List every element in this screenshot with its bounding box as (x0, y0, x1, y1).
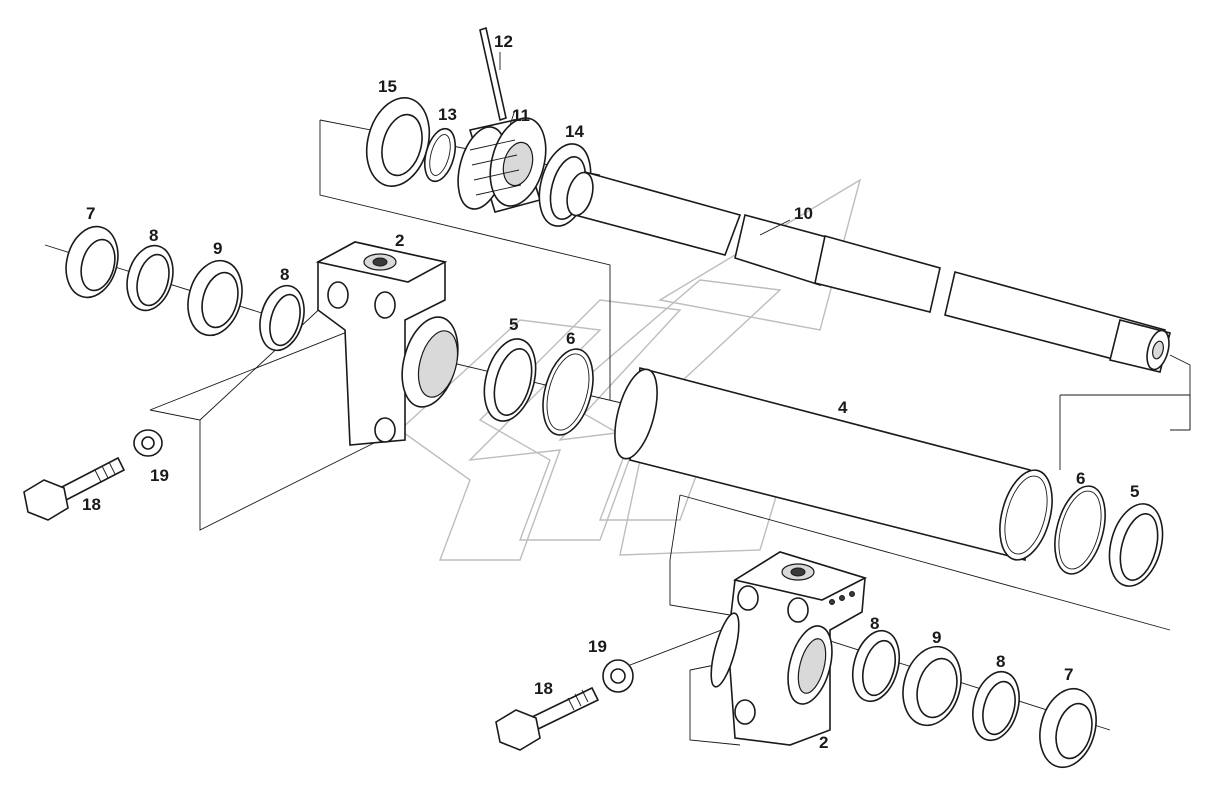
callout-13: 13 (438, 105, 457, 124)
callout-7-upper: 7 (86, 204, 95, 223)
callout-19-lower: 19 (588, 637, 607, 656)
part-5-ring-upper (483, 338, 537, 422)
part-8-seal-upper-b (259, 284, 305, 352)
callout-7-lower: 7 (1064, 665, 1073, 684)
part-19-washer-upper (133, 429, 163, 457)
callout-8-upper-a: 8 (149, 226, 158, 245)
part-8-seal-lower-b (972, 670, 1020, 742)
part-12-pin (479, 26, 507, 122)
part-2-end-block-upper (315, 241, 459, 446)
callout-19-upper: 19 (150, 466, 169, 485)
part-15-seal (365, 97, 431, 187)
callout-6-upper: 6 (566, 329, 575, 348)
callout-8-upper-b: 8 (280, 265, 289, 284)
callout-15: 15 (378, 77, 397, 96)
part-5-ring-lower (1108, 503, 1164, 587)
callout-14: 14 (565, 122, 584, 141)
part-13-o-ring (423, 127, 457, 183)
part-7-wiper-lower (1039, 687, 1097, 769)
part-8-seal-upper-a (126, 244, 174, 312)
callout-6-lower: 6 (1076, 469, 1085, 488)
part-9-bushing-lower (902, 645, 962, 727)
leader-11 (509, 109, 516, 126)
part-6-backup-ring-lower (1054, 485, 1106, 575)
part-4-cylinder-barrel (614, 366, 1053, 562)
callout-9-lower: 9 (932, 628, 941, 647)
callout-8-lower-b: 8 (996, 652, 1005, 671)
callout-10: 10 (794, 204, 813, 223)
leader-10 (759, 219, 791, 236)
callout-2-lower: 2 (819, 733, 828, 752)
callout-9-upper: 9 (213, 239, 222, 258)
callout-5-lower: 5 (1130, 482, 1139, 501)
callout-labels: 12 15 13 11 14 10 7 8 9 8 2 5 6 4 6 5 19… (82, 32, 1139, 752)
callout-12: 12 (494, 32, 513, 51)
part-19-washer-lower (602, 659, 634, 693)
callout-4: 4 (838, 398, 848, 417)
part-6-backup-ring-upper (542, 348, 594, 436)
part-9-bushing-upper (187, 259, 243, 337)
part-18-bolt-lower (495, 686, 600, 751)
part-18-bolt-upper (23, 456, 126, 521)
callout-18-upper: 18 (82, 495, 101, 514)
callout-8-lower-a: 8 (870, 614, 879, 633)
part-2-end-block-lower (710, 551, 868, 746)
callout-2-upper: 2 (395, 231, 404, 250)
part-10-piston-rod (566, 171, 1171, 373)
callout-18-lower: 18 (534, 679, 553, 698)
part-8-seal-lower-a (851, 629, 901, 703)
callout-5-upper: 5 (509, 315, 518, 334)
part-11-rod-guide (457, 117, 547, 213)
part-7-wiper-upper (65, 225, 119, 299)
callout-11: 11 (512, 106, 530, 125)
